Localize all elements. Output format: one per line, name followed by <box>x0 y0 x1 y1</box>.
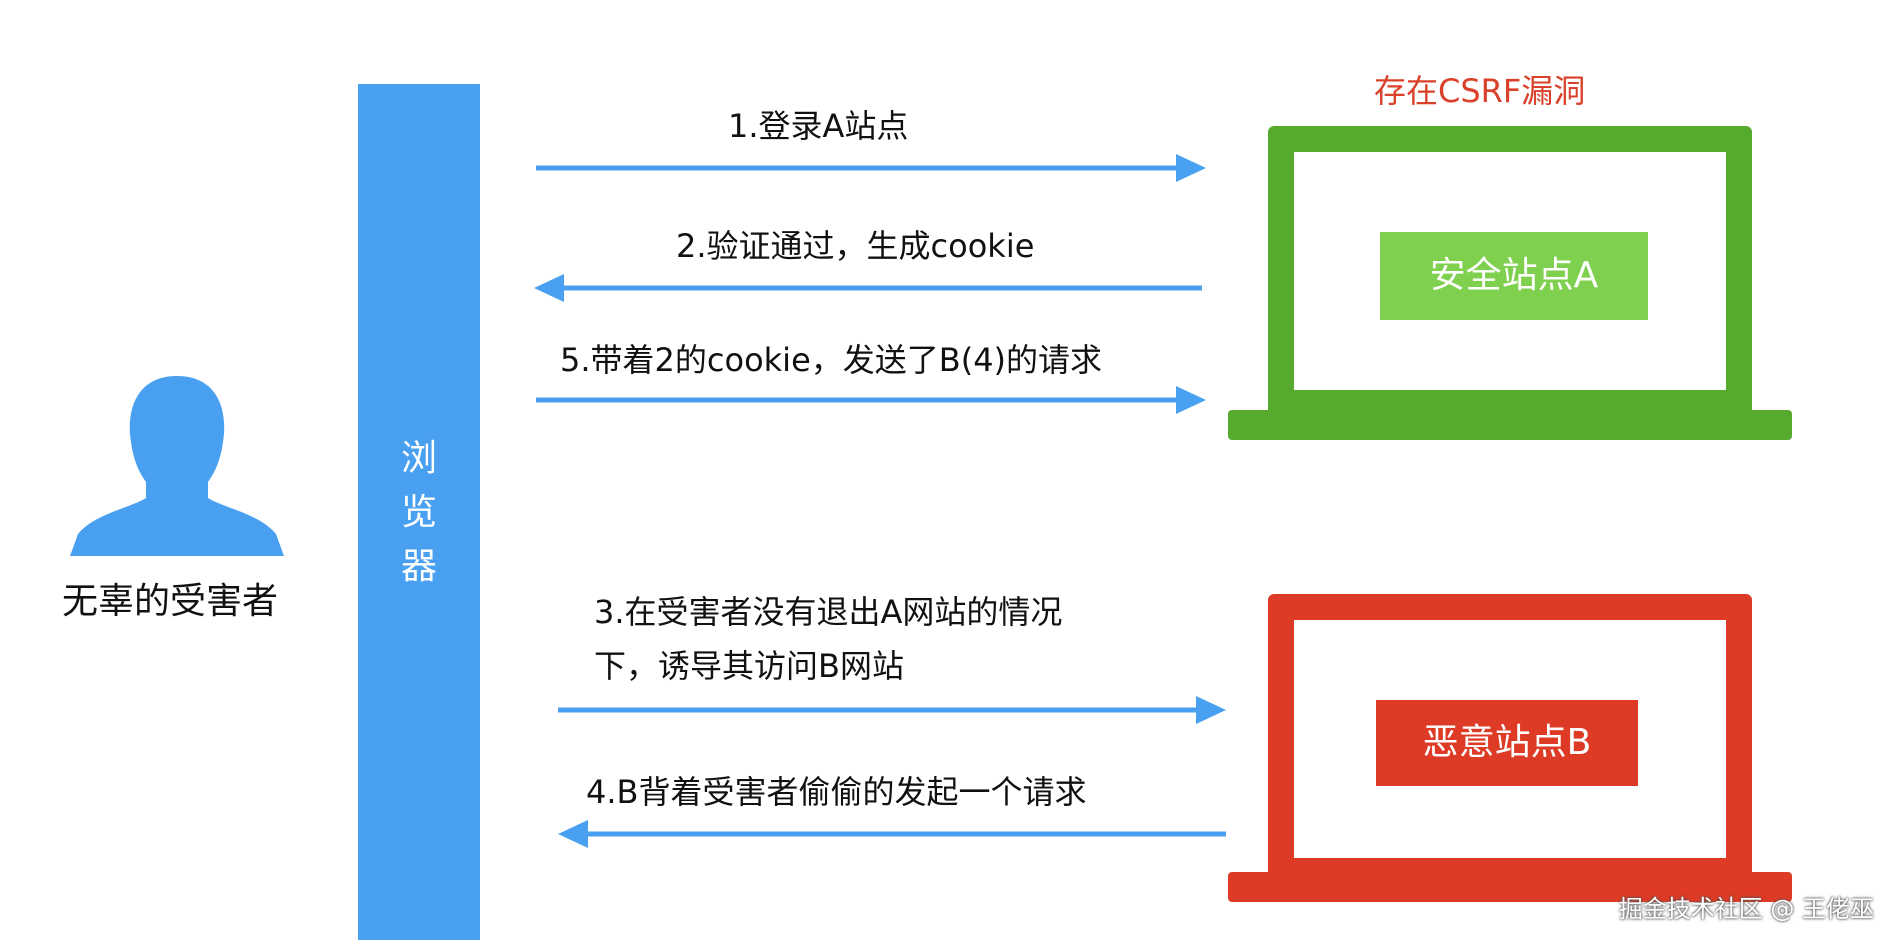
laptop-b-icon <box>1268 594 1752 884</box>
flow-label-5: 5.带着2的cookie，发送了B(4)的请求 <box>560 341 1103 379</box>
browser-char: 器 <box>400 546 437 587</box>
watermark: 掘金技术社区 @ 王佬巫 <box>1618 895 1874 923</box>
arrow-5 <box>536 386 1206 414</box>
browser-label: 浏 览 器 <box>358 432 480 594</box>
flow-label-3-line1: 3.在受害者没有退出A网站的情况 <box>594 593 1063 631</box>
victim-label: 无辜的受害者 <box>61 581 278 622</box>
browser-char: 览 <box>400 492 437 533</box>
arrow-3 <box>558 696 1226 724</box>
laptop-b-base <box>1228 872 1792 902</box>
site-b-label: 恶意站点B <box>1376 700 1638 786</box>
site-a-label: 安全站点A <box>1380 232 1648 320</box>
person-icon <box>70 376 284 556</box>
arrow-4 <box>558 820 1226 848</box>
flow-label-2: 2.验证通过，生成cookie <box>676 227 1035 265</box>
arrow-2 <box>534 274 1202 302</box>
flow-label-1: 1.登录A站点 <box>728 107 909 145</box>
browser-char: 浏 <box>400 438 437 479</box>
browser-bar <box>358 84 480 940</box>
arrow-1 <box>536 154 1206 182</box>
csrf-note: 存在CSRF漏洞 <box>1374 72 1586 110</box>
laptop-a-base <box>1228 410 1792 440</box>
flow-label-3-line2: 下，诱导其访问B网站 <box>594 647 904 685</box>
flow-label-4: 4.B背着受害者偷偷的发起一个请求 <box>586 773 1087 811</box>
